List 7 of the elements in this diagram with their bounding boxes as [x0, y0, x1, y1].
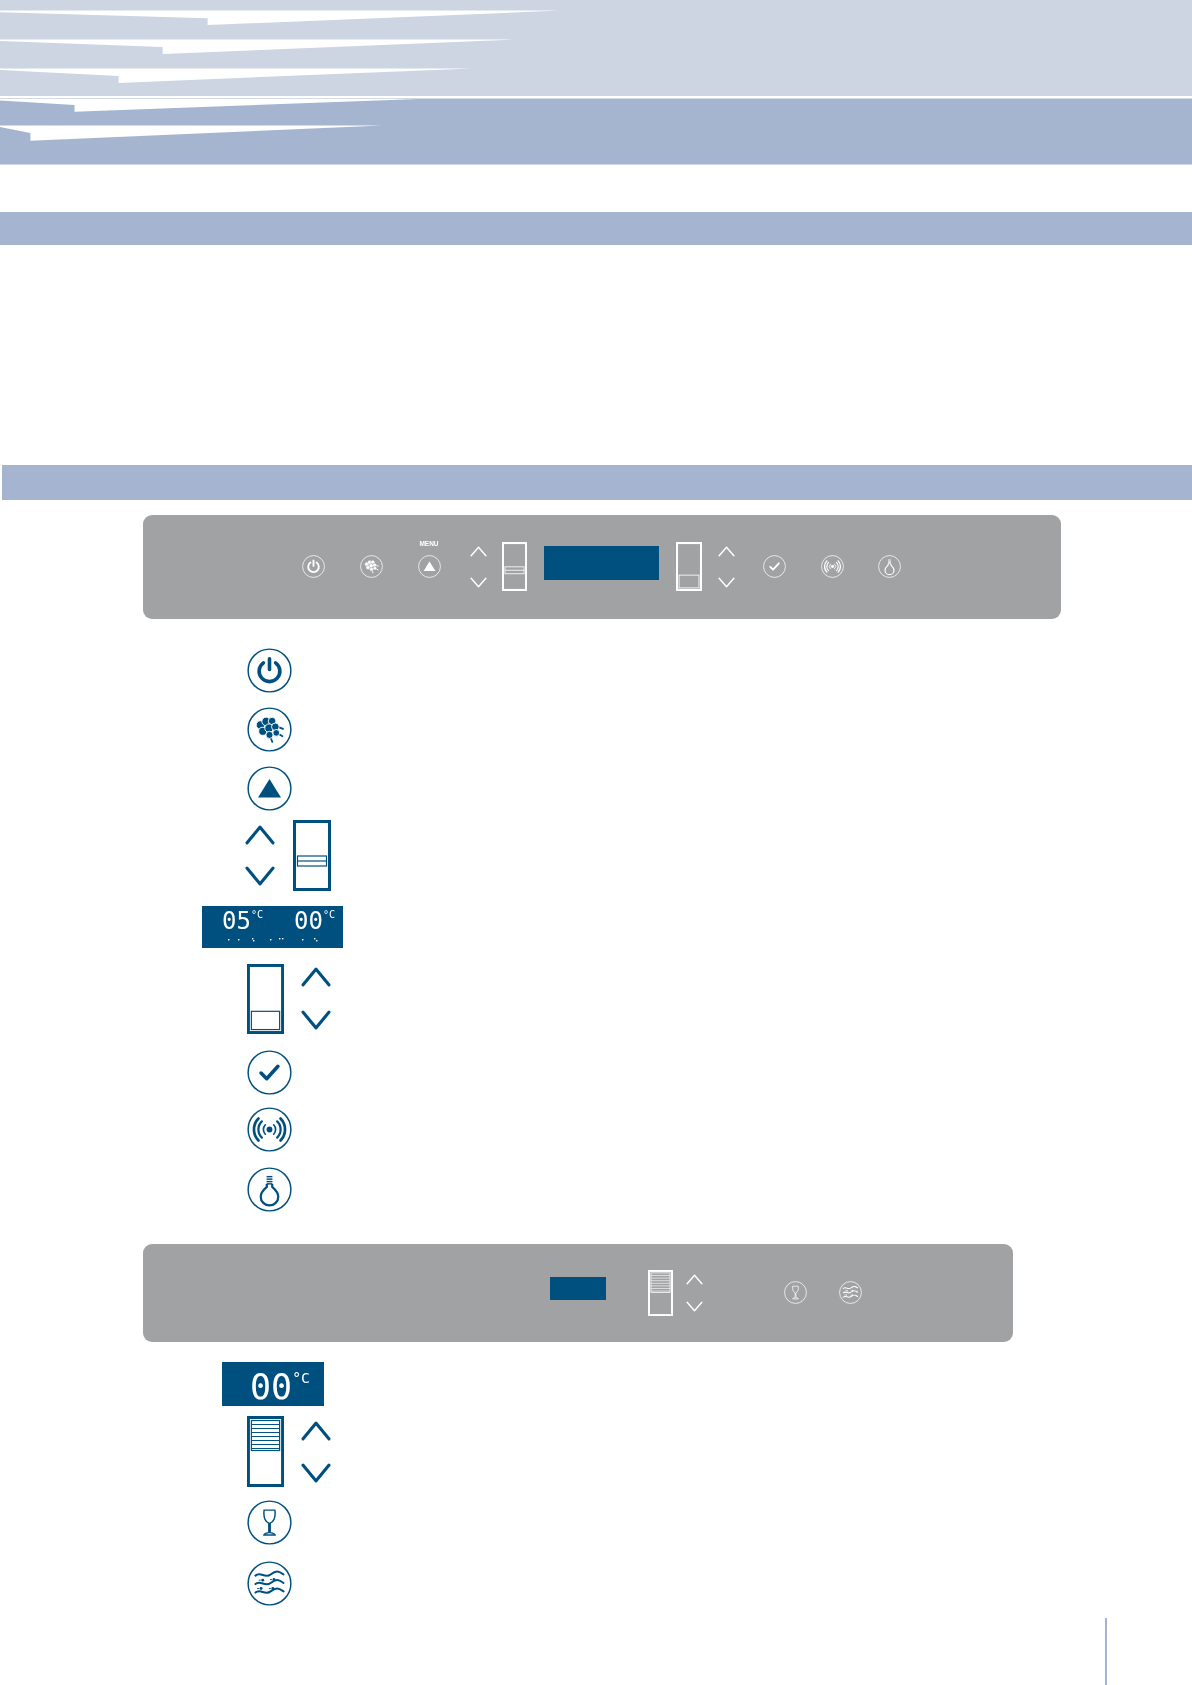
temperature-readout: 00$^{°C}$ [294, 909, 336, 933]
display-screen [550, 1277, 606, 1300]
section-bar [2, 465, 1192, 500]
section-bar [0, 212, 1192, 245]
temperature-readout: 05$^{°C}$ [222, 909, 264, 933]
display-screen [544, 546, 659, 580]
temperature-readout: 00$^{°C}$ [250, 1370, 310, 1405]
